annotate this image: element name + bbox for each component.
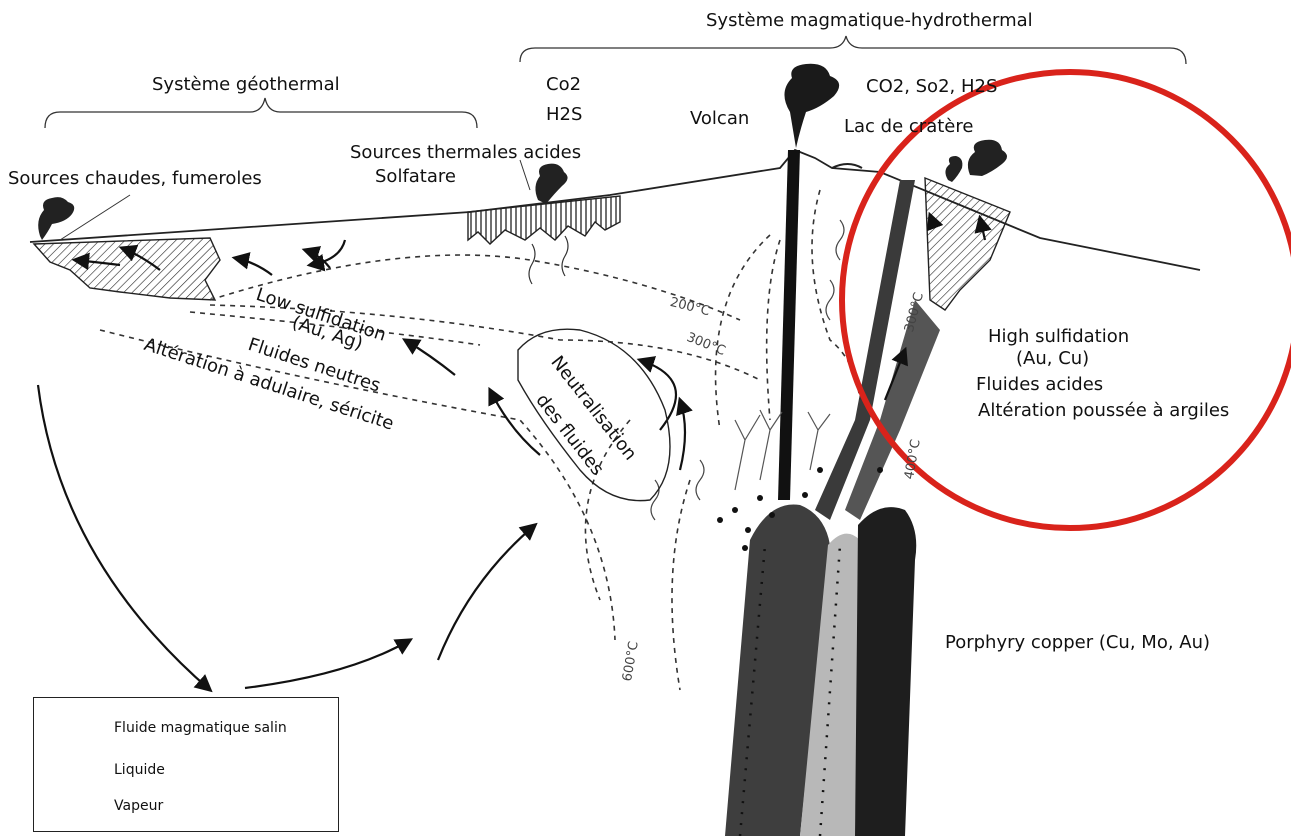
smoke-right	[968, 140, 1007, 176]
label-high-sulf-metals: (Au, Cu)	[1016, 348, 1089, 369]
volcano-conduit	[778, 150, 800, 500]
label-lac-cratere: Lac de cratère	[844, 116, 973, 137]
bracket-geothermal	[45, 98, 477, 128]
crater-lake	[832, 164, 862, 168]
smoke-center	[535, 164, 567, 204]
label-systeme-geothermal: Système géothermal	[152, 74, 340, 95]
label-solfatare: Solfatare	[375, 166, 456, 187]
legend: Fluide magmatique salin Liquide Vapeur	[33, 697, 339, 832]
label-volcan: Volcan	[690, 108, 749, 129]
smoke-volcano	[784, 64, 839, 148]
bracket-magmatique	[520, 36, 1186, 64]
legend-fluide-magmatique: Fluide magmatique salin	[114, 720, 287, 736]
high-sulfidation-deposit	[925, 178, 1010, 310]
label-alteration-argiles: Altération poussée à argiles	[978, 400, 1229, 421]
label-gases-right: CO2, So2, H2S	[866, 76, 997, 97]
intrusion-dark-right	[855, 507, 916, 836]
vapour-arrows	[651, 220, 844, 520]
hotspring-deposit	[34, 238, 220, 300]
label-sources-thermales: Sources thermales acides	[350, 142, 581, 163]
label-co2-left: Co2	[546, 74, 581, 95]
smoke-left	[38, 197, 74, 240]
legend-vapeur: Vapeur	[114, 798, 163, 814]
label-high-sulf: High sulfidation	[988, 326, 1129, 347]
label-fluides-acides: Fluides acides	[976, 374, 1103, 395]
label-sources-chaudes: Sources chaudes, fumeroles	[8, 168, 262, 189]
label-porphyry: Porphyry copper (Cu, Mo, Au)	[945, 632, 1210, 653]
legend-liquide: Liquide	[114, 762, 165, 778]
label-systeme-magmatique: Système magmatique-hydrothermal	[706, 10, 1033, 31]
label-h2s-left: H2S	[546, 104, 582, 125]
